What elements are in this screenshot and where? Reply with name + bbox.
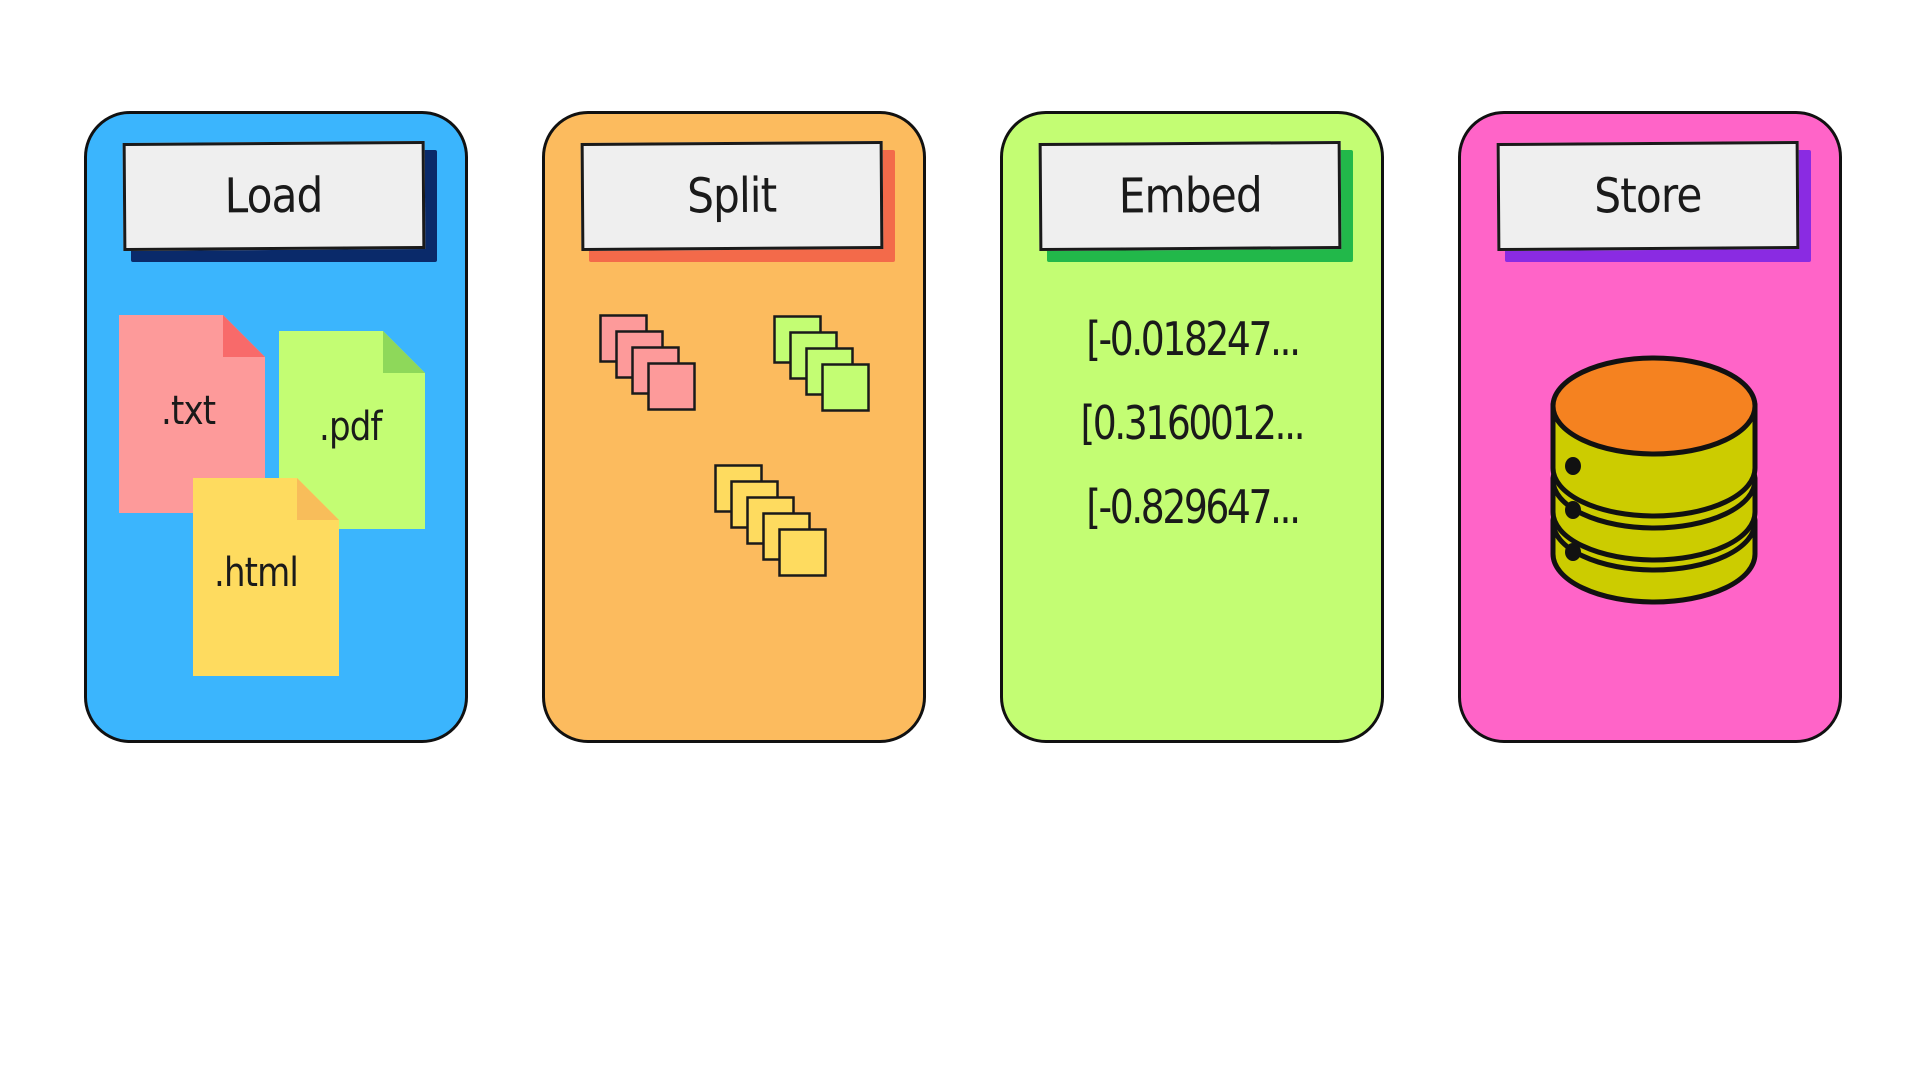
pdf-file-label: .pdf <box>319 404 382 450</box>
embedding-vector-1: [-0.018247... <box>1085 312 1301 366</box>
store-card: Store <box>1458 111 1842 743</box>
chunk-stack-red <box>599 314 696 411</box>
load-card: Load .txt .pdf .html <box>84 111 468 743</box>
chunk-stack-yellow <box>714 464 827 577</box>
txt-file-label: .txt <box>161 388 216 434</box>
load-title: Load <box>224 167 324 225</box>
embedding-vector-3: [-0.829647... <box>1085 480 1301 534</box>
embed-title-box: Embed <box>1038 140 1353 262</box>
database-icon <box>1550 355 1758 605</box>
store-title-box: Store <box>1496 140 1811 262</box>
split-title: Split <box>687 167 777 225</box>
split-title-box: Split <box>580 140 895 262</box>
embed-title: Embed <box>1118 167 1262 225</box>
embed-card: Embed [-0.018247... [0.3160012... [-0.82… <box>1000 111 1384 743</box>
store-title: Store <box>1594 167 1702 225</box>
split-card: Split <box>542 111 926 743</box>
load-title-box: Load <box>122 140 437 262</box>
html-file-label: .html <box>214 550 299 596</box>
embedding-vector-2: [0.3160012... <box>1080 396 1306 450</box>
chunk-stack-green <box>773 315 870 412</box>
